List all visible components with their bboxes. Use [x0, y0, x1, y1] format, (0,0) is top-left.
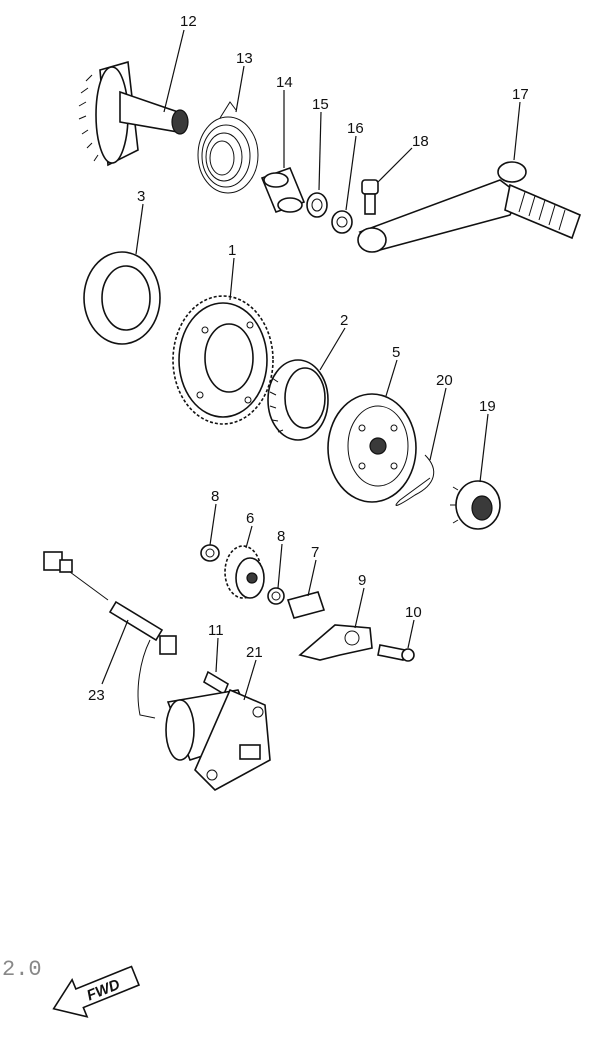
callout-18: 18 — [412, 133, 429, 150]
part-bolt-11 — [203, 670, 229, 696]
callout-12: 12 — [180, 13, 197, 30]
callout-23: 23 — [88, 687, 105, 704]
callout-6: 6 — [246, 510, 254, 527]
callout-11: 11 — [208, 622, 224, 639]
callout-17: 17 — [512, 86, 529, 103]
part-clutch-plate — [327, 393, 417, 503]
part-washer-16 — [331, 210, 353, 234]
callout-8-right: 8 — [277, 528, 285, 545]
part-bushing — [260, 166, 306, 214]
part-oneway-clutch — [267, 359, 329, 441]
part-washer-8b — [267, 587, 285, 605]
callout-3: 3 — [137, 188, 145, 205]
part-bolt-10 — [377, 644, 406, 661]
callout-15: 15 — [312, 96, 329, 113]
part-bolt-18 — [361, 179, 379, 215]
part-drive-gear — [450, 480, 501, 530]
part-washer-15 — [306, 192, 328, 218]
part-idler-gear — [224, 545, 265, 599]
part-seal-ring — [83, 251, 161, 345]
corner-code: 2.0 — [2, 957, 42, 982]
callout-1: 1 — [228, 242, 236, 259]
callout-19: 19 — [479, 398, 496, 415]
part-pin-shaft — [286, 591, 326, 619]
part-kick-lever — [357, 161, 582, 253]
part-clip-spring — [395, 454, 435, 506]
callout-14: 14 — [276, 74, 293, 91]
callout-10: 10 — [405, 604, 422, 621]
callout-labels: 12 13 14 15 16 18 17 3 1 2 5 20 19 8 6 8… — [88, 13, 529, 704]
part-washer-8a — [200, 544, 220, 562]
part-starter-gear — [172, 295, 274, 425]
callout-8-left: 8 — [211, 488, 219, 505]
part-torsion-spring — [197, 101, 259, 194]
part-wire-harness — [43, 551, 177, 719]
callout-5: 5 — [392, 344, 400, 361]
callout-2: 2 — [340, 312, 348, 329]
callout-7: 7 — [311, 544, 319, 561]
callout-9: 9 — [358, 572, 366, 589]
part-starter-motor — [165, 688, 271, 791]
leader-lines — [101, 29, 521, 701]
part-bracket — [298, 624, 373, 661]
callout-21: 21 — [246, 644, 263, 661]
part-kick-shaft — [78, 60, 189, 167]
callout-16: 16 — [347, 120, 364, 137]
callout-20: 20 — [436, 372, 453, 389]
callout-13: 13 — [236, 50, 253, 67]
fwd-arrow: FWD — [52, 965, 141, 1018]
